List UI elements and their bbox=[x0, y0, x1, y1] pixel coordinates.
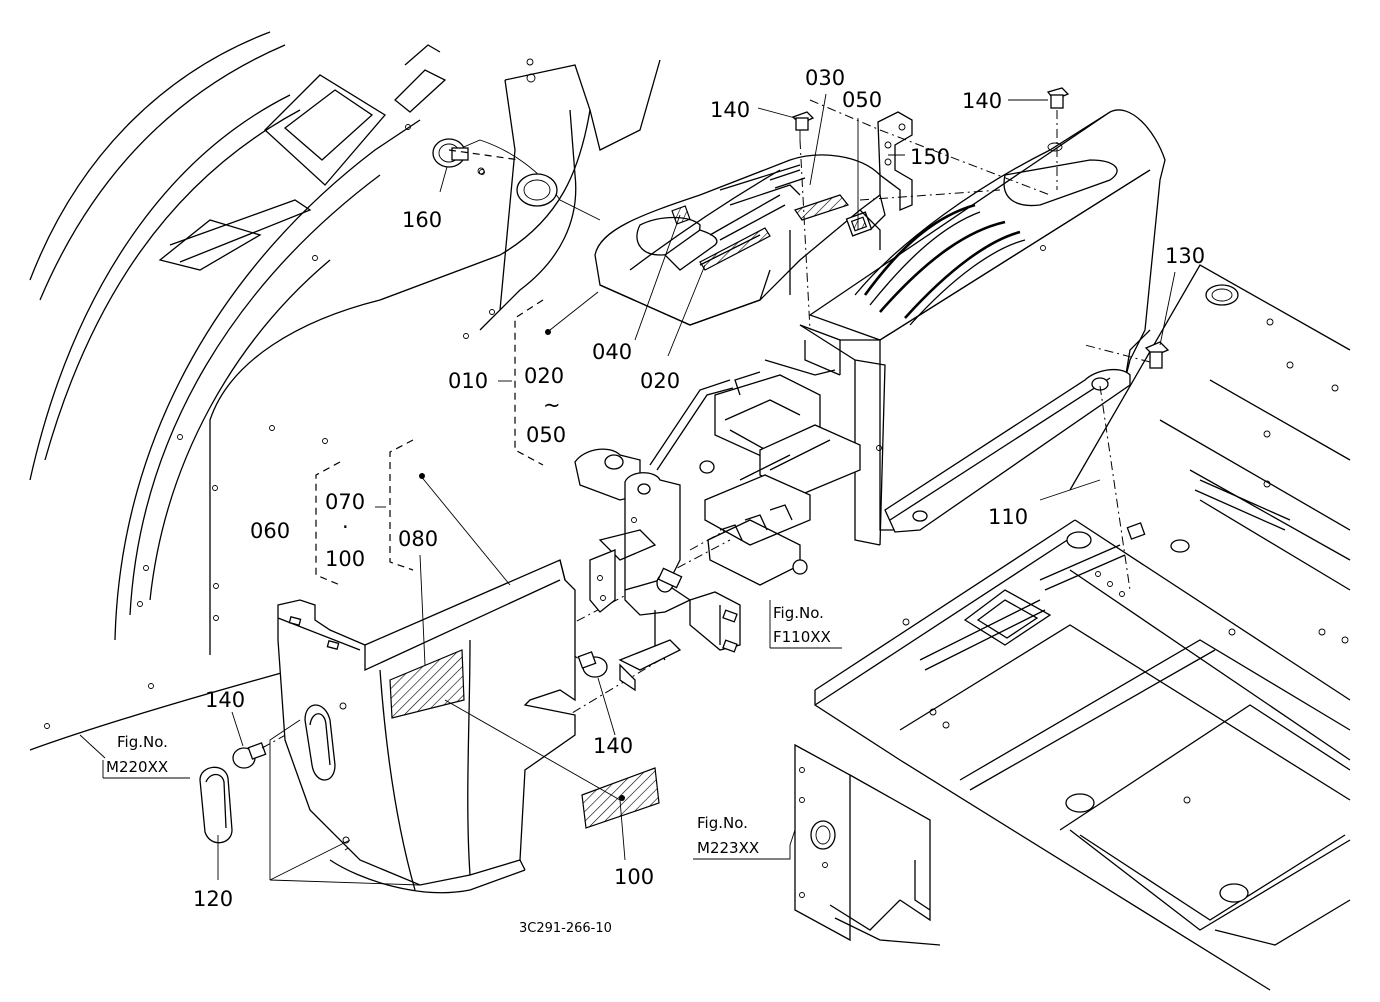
top-cover-110 bbox=[799, 109, 1166, 546]
callout-050: 050 bbox=[842, 88, 882, 112]
callout-150: 150 bbox=[910, 145, 950, 169]
callout-010: 010 bbox=[448, 369, 488, 393]
fig-number-m220: M220XX bbox=[106, 758, 168, 776]
panel-cover-010 bbox=[594, 154, 886, 326]
bolt-130 bbox=[1084, 341, 1170, 591]
callout-140: 140 bbox=[962, 89, 1002, 113]
callout-080: 080 bbox=[398, 527, 438, 551]
callout-030: 030 bbox=[805, 66, 845, 90]
center-linkage bbox=[574, 359, 861, 692]
callout-dot: · bbox=[342, 515, 349, 539]
callout-100: 100 bbox=[325, 547, 365, 571]
callout-020: 020 bbox=[640, 369, 680, 393]
callout-020: 020 bbox=[524, 364, 564, 388]
callout-040: 040 bbox=[592, 340, 632, 364]
bolt-160 bbox=[432, 138, 521, 175]
fig-label-m223: Fig.No. bbox=[697, 814, 748, 832]
callout-110: 110 bbox=[988, 505, 1028, 529]
fig-ref-f110[interactable]: Fig.No. F110XX bbox=[769, 600, 842, 649]
fig-label-f110: Fig.No. bbox=[773, 604, 824, 622]
fig-ref-m220[interactable]: Fig.No. M220XX bbox=[102, 733, 190, 779]
fig-number-m223: M223XX bbox=[697, 839, 759, 857]
side-bracket bbox=[794, 743, 941, 946]
cap-120 bbox=[199, 766, 233, 844]
leader-lines bbox=[79, 93, 1176, 886]
callout-130: 130 bbox=[1165, 244, 1205, 268]
callout-140: 140 bbox=[593, 734, 633, 758]
bolt-140-top-right bbox=[1046, 87, 1070, 190]
callout-tilde: ~ bbox=[543, 393, 561, 417]
drawing-code: 3C291-266-10 bbox=[519, 921, 612, 936]
fig-number-f110: F110XX bbox=[773, 628, 831, 646]
callout-070: 070 bbox=[325, 490, 365, 514]
callout-140: 140 bbox=[205, 688, 245, 712]
callout-050: 050 bbox=[526, 423, 566, 447]
callout-100: 100 bbox=[614, 865, 654, 889]
plate-150 bbox=[877, 111, 913, 211]
fig-label-m220: Fig.No. bbox=[117, 733, 168, 751]
callout-labels: 140 030 050 140 150 130 160 040 020 010 … bbox=[193, 66, 1205, 911]
callout-160: 160 bbox=[402, 208, 442, 232]
callout-120: 120 bbox=[193, 887, 233, 911]
front-cover-060 bbox=[277, 559, 576, 894]
callout-060: 060 bbox=[250, 519, 290, 543]
fig-ref-m223[interactable]: Fig.No. M223XX bbox=[693, 814, 791, 860]
bolt-140-top-left bbox=[791, 111, 815, 140]
floor-plate bbox=[814, 264, 1351, 991]
callout-140: 140 bbox=[710, 98, 750, 122]
